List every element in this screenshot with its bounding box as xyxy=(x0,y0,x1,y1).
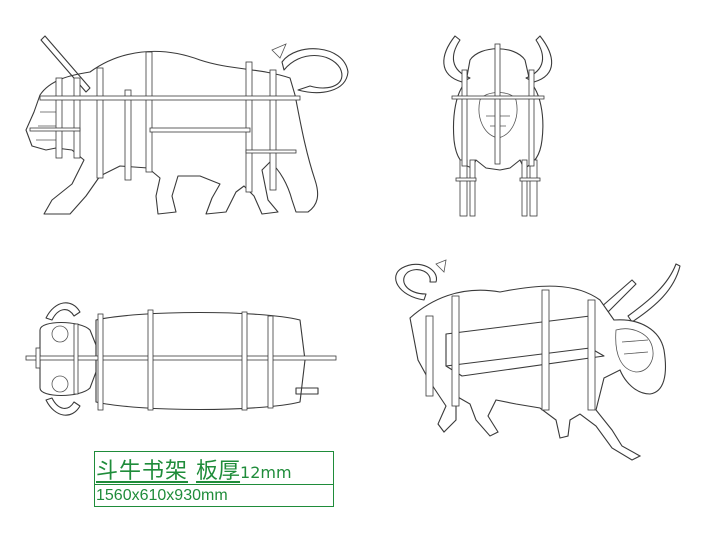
side-view-panel xyxy=(245,61,253,193)
side-view-panel xyxy=(124,89,132,181)
spec-label-box xyxy=(94,451,334,507)
thickness-value: 12mm xyxy=(240,463,292,482)
front-view-leg xyxy=(529,159,538,217)
front-view-panel xyxy=(494,43,501,165)
top-view-panel xyxy=(97,313,104,411)
iso-view xyxy=(395,259,681,461)
iso-view-tail xyxy=(395,263,437,301)
side-view-tail-tuft xyxy=(271,43,287,59)
iso-view-panel xyxy=(587,299,596,411)
front-view-shelf xyxy=(451,95,545,100)
side-view-panel xyxy=(145,51,153,173)
side-view-shelf xyxy=(245,149,297,154)
top-view-nose-bar xyxy=(35,347,41,369)
top-view-tail xyxy=(295,387,319,395)
side-view-horn xyxy=(40,35,91,93)
side-view-panel xyxy=(73,77,81,159)
side-view-tail xyxy=(281,48,349,94)
front-view xyxy=(443,35,553,217)
side-view-panel xyxy=(55,77,63,159)
side-view-panel xyxy=(269,69,277,191)
side-view-shelf xyxy=(149,127,251,133)
top-view-spine xyxy=(25,355,337,361)
front-view-foot xyxy=(519,177,541,182)
side-view xyxy=(25,35,349,215)
iso-view-panel xyxy=(541,289,550,411)
iso-view-face xyxy=(615,328,654,373)
side-view-body-outline xyxy=(25,50,319,215)
top-view-panel xyxy=(241,311,248,411)
dimensions-text: 1560x610x930mm xyxy=(96,487,228,504)
front-view-panel xyxy=(461,69,468,167)
product-title: 斗牛书架 xyxy=(96,459,189,484)
front-view-panel xyxy=(528,69,535,167)
top-view-panel xyxy=(267,315,274,409)
top-view-panel xyxy=(147,309,154,411)
thickness-label: 板厚 xyxy=(196,459,241,484)
spec-title-line: 斗牛书架板厚12mm xyxy=(96,453,292,484)
iso-view-face-detail xyxy=(621,339,649,355)
iso-view-panel xyxy=(425,315,434,397)
iso-view-body-outline xyxy=(409,285,667,461)
front-view-leg xyxy=(521,159,528,217)
top-view-horn-lower xyxy=(45,397,81,416)
iso-view-panel xyxy=(451,295,460,407)
top-view-horn-upper xyxy=(45,302,81,321)
front-view-leg xyxy=(459,159,468,217)
front-view-foot xyxy=(455,177,477,182)
spec-divider xyxy=(94,484,334,485)
side-view-shelf xyxy=(39,95,301,101)
side-view-panel xyxy=(96,67,104,179)
top-view-panel xyxy=(73,323,79,395)
top-view-head-detail xyxy=(51,325,69,343)
front-view-leg xyxy=(469,159,476,217)
top-view-head-detail xyxy=(51,375,69,393)
iso-view-horn-right xyxy=(627,263,681,323)
top-view xyxy=(25,302,337,416)
top-view-body-outline xyxy=(95,311,306,411)
side-view-shelf xyxy=(29,127,81,132)
iso-view-tail-tuft xyxy=(435,259,447,273)
front-view-body-outline xyxy=(452,48,544,171)
